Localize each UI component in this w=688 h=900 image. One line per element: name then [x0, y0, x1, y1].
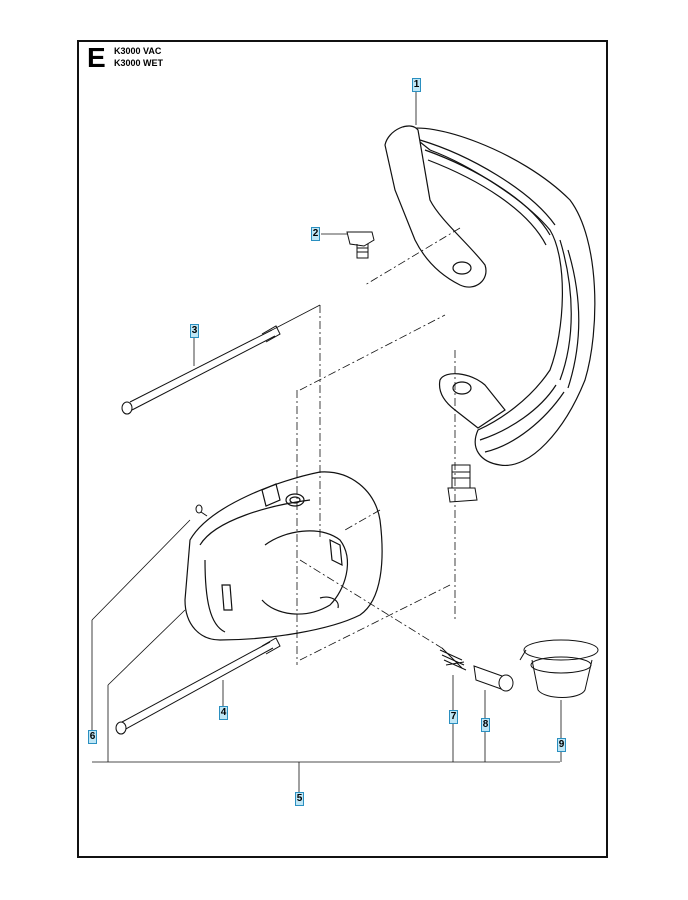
model-name-vac: K3000 VAC — [114, 46, 162, 56]
pin-part-6 — [195, 504, 208, 517]
cap-part-9 — [519, 639, 599, 698]
diagram-frame — [77, 40, 608, 858]
section-letter: E — [87, 42, 106, 73]
callout-3[interactable]: 3 — [190, 324, 199, 338]
front-handle-part — [384, 125, 596, 466]
spring-part-7 — [439, 647, 467, 671]
callout-7[interactable]: 7 — [449, 710, 458, 724]
long-bolt-part-3 — [121, 325, 281, 415]
callout-8[interactable]: 8 — [481, 718, 490, 732]
handle-bolt — [447, 464, 478, 503]
callout-5[interactable]: 5 — [295, 792, 304, 806]
pin-part-8 — [473, 665, 514, 692]
model-name-wet: K3000 WET — [114, 58, 164, 68]
long-bolt-part-4 — [115, 637, 281, 735]
callout-1[interactable]: 1 — [412, 78, 421, 92]
handle-housing-part-5 — [184, 471, 383, 641]
callout-6[interactable]: 6 — [88, 730, 97, 744]
screw-part-2 — [346, 231, 375, 259]
callout-9[interactable]: 9 — [557, 738, 566, 752]
callout-2[interactable]: 2 — [311, 227, 320, 241]
callout-4[interactable]: 4 — [219, 706, 228, 720]
